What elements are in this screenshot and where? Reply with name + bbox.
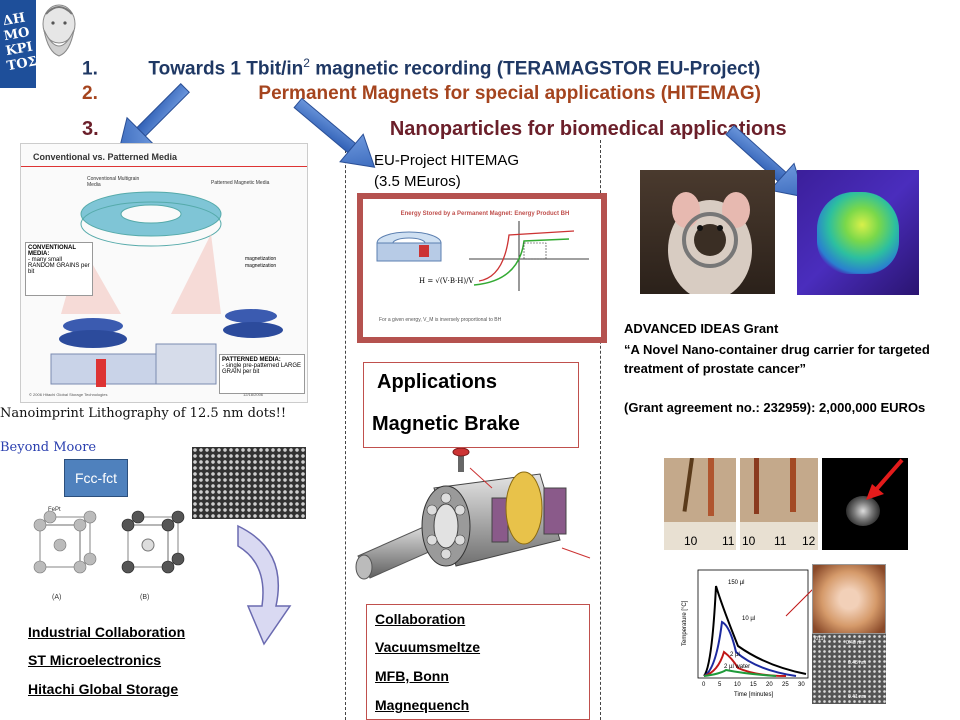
figure-date: 12/18/2006 — [243, 392, 264, 397]
fcc-fct-box: Fcc-fct — [64, 459, 128, 497]
label-conventional-multigrain: Conventional Multigrain Media — [87, 176, 140, 188]
needle-photo-2: 10 11 12 — [740, 458, 818, 550]
energy-figure-title: Energy Stored by a Permanent Magnet: Ene… — [400, 211, 570, 217]
applications-box: Applications Magnetic Brake — [363, 362, 579, 448]
patterned-box-title: PATTERNED MEDIA: — [222, 357, 281, 363]
energy-figure-note: For a given energy, V_M is inversely pro… — [379, 317, 502, 323]
energy-product-graph: H = √(V·B·H)/V — [376, 221, 589, 291]
crystal-title: FePt — [48, 507, 61, 513]
ruler-tick-10a: 10 — [684, 534, 698, 548]
collab-hitachi: Hitachi Global Storage — [28, 681, 179, 697]
figure-footer: © 2006 Hitachi Global Storage Technologi… — [29, 392, 108, 397]
beyond-moore-label: Beyond Moore — [0, 440, 97, 455]
ruler-tick-11b: 11 — [774, 534, 787, 548]
mri-red-arrow-icon — [866, 458, 904, 500]
fept-crystal-structures: FePt (A) (B) — [33, 507, 185, 601]
column-divider-left — [345, 140, 346, 720]
chart-xtick: 20 — [766, 682, 773, 688]
crystal-label-a: (A) — [52, 594, 61, 601]
chart-xtick: 15 — [750, 682, 757, 688]
tem-lattice-image: [011] 0.48 nm 0.48 nm 0.41 nm — [812, 634, 886, 704]
chart-xticks: 0 5 10 15 20 25 30 — [702, 682, 805, 688]
tem-d1: 0.48 nm — [846, 640, 865, 646]
legend-item-2: magnetization — [245, 263, 277, 269]
collab-st-micro: ST Microelectronics — [28, 652, 162, 668]
heading-1-number: 1. — [82, 58, 98, 80]
crystal-label-b: (B) — [140, 594, 149, 601]
figure-title-rule — [21, 166, 307, 167]
chart-label-2ul: 2 µl — [730, 652, 740, 658]
curved-arrow-icon — [237, 524, 292, 646]
legend-item-1: magnetization — [245, 256, 277, 262]
institution-logo: ΔΗΜΟΚΡΙΤΟΣ — [0, 0, 36, 88]
thermal-image — [797, 170, 919, 295]
tem-hkl: [011] — [814, 636, 825, 642]
temperature-chart: 150 µl 10 µl 2 µl 2 µl water Temperature… — [682, 569, 814, 698]
thermal-hotspot — [817, 192, 899, 274]
chart-xtick: 25 — [782, 682, 789, 688]
conventional-box-text: - many small RANDOM GRAINS per bit — [28, 257, 90, 275]
chart-xtick: 10 — [734, 682, 741, 688]
grant-title: ADVANCED IDEAS Grant — [624, 321, 779, 336]
grant-quote: “A Novel Nano-container drug carrier for… — [624, 342, 930, 376]
heading-2: 2. Permanent Magnets for special applica… — [82, 83, 761, 105]
mri-image — [822, 458, 908, 550]
arrow-to-hitemag — [293, 97, 376, 168]
heading-2-number: 2. — [82, 83, 98, 104]
collab-header: Collaboration — [375, 611, 466, 627]
project-name: EU-Project HITEMAG — [374, 152, 520, 169]
grant-agreement: (Grant agreement no.: 232959): 2,000,000… — [624, 400, 926, 415]
chart-xlabel: Time [minutes] — [734, 692, 773, 698]
heading-1: 1. Towards 1 Tbit/in2 magnetic recording… — [82, 56, 760, 80]
chart-label-150ul: 150 µl — [728, 580, 744, 586]
middle-collab-box: Collaboration Vacuumsmeltze MFB, Bonn Ma… — [366, 604, 590, 720]
figure-title: Conventional vs. Patterned Media — [33, 152, 178, 162]
tem-d3: 0.41 nm — [848, 694, 867, 700]
ruler-tick-10b: 10 — [742, 534, 756, 548]
applications-label: Applications — [377, 371, 498, 393]
energy-product-figure: Energy Stored by a Permanent Magnet: Ene… — [357, 193, 607, 343]
label-patterned-media: Patterned Magnetic Media — [211, 180, 270, 186]
needle-photo-1: 10 11 — [664, 458, 736, 550]
ruler-tick-11a: 11 — [722, 534, 735, 548]
nanoimprint-dots-image — [192, 447, 306, 519]
collab-mfb-bonn: MFB, Bonn — [375, 668, 449, 684]
heading-1-text: Towards 1 Tbit/in — [148, 58, 304, 80]
heading-3: 3. Nanoparticles for biomedical applicat… — [82, 118, 787, 141]
heading-2-text: Permanent Magnets for special applicatio… — [258, 83, 761, 104]
patterned-box-text: - single pre-patterned LARGE GRAIN per b… — [222, 363, 302, 375]
collab-vacuumschmelze: Vacuumsmeltze — [375, 639, 481, 655]
magnetic-brake-label: Magnetic Brake — [372, 413, 520, 435]
heading-3-text: Nanoparticles for biomedical application… — [389, 118, 787, 140]
heading-3-number: 3. — [82, 118, 99, 140]
column-divider-right — [600, 140, 601, 720]
collab-magnequench: Magnequench — [375, 697, 470, 713]
democritus-bust-icon — [42, 4, 76, 57]
conventional-media-box: CONVENTIONAL MEDIA: - many small RANDOM … — [25, 242, 93, 296]
mouse-photo — [640, 170, 775, 294]
heading-1-text2: magnetic recording (TERAMAGSTOR EU-Proje… — [309, 58, 761, 80]
patterned-media-figure: Conventional vs. Patterned Media Convent… — [20, 143, 308, 403]
copper-coil-photo — [812, 564, 886, 634]
patterned-media-box: PATTERNED MEDIA: - single pre-patterned … — [219, 354, 305, 394]
conventional-box-title: CONVENTIONAL MEDIA: — [28, 245, 76, 257]
magnetic-brake-illustration — [355, 448, 591, 580]
ruler-tick-12: 12 — [802, 534, 816, 548]
tem-d2: 0.48 nm — [848, 660, 867, 666]
chart-ylabel: Temperature [°C] — [682, 600, 688, 646]
project-budget: (3.5 MEuros) — [374, 173, 461, 190]
collab-industrial: Industrial Collaboration — [28, 624, 186, 640]
chart-xtick: 30 — [798, 682, 805, 688]
svg-text:H = √(V·B·H)/V: H = √(V·B·H)/V — [419, 277, 474, 285]
chart-xtick: 0 — [702, 682, 706, 688]
mouse-icon — [668, 192, 752, 294]
chart-label-10ul: 10 µl — [742, 616, 755, 622]
nanoimprint-caption: Nanoimprint Lithography of 12.5 nm dots!… — [0, 406, 287, 421]
chart-xtick: 5 — [718, 682, 722, 688]
chart-label-2ul-water: 2 µl water — [724, 664, 750, 670]
heading-1-sup: 2 — [303, 56, 310, 70]
